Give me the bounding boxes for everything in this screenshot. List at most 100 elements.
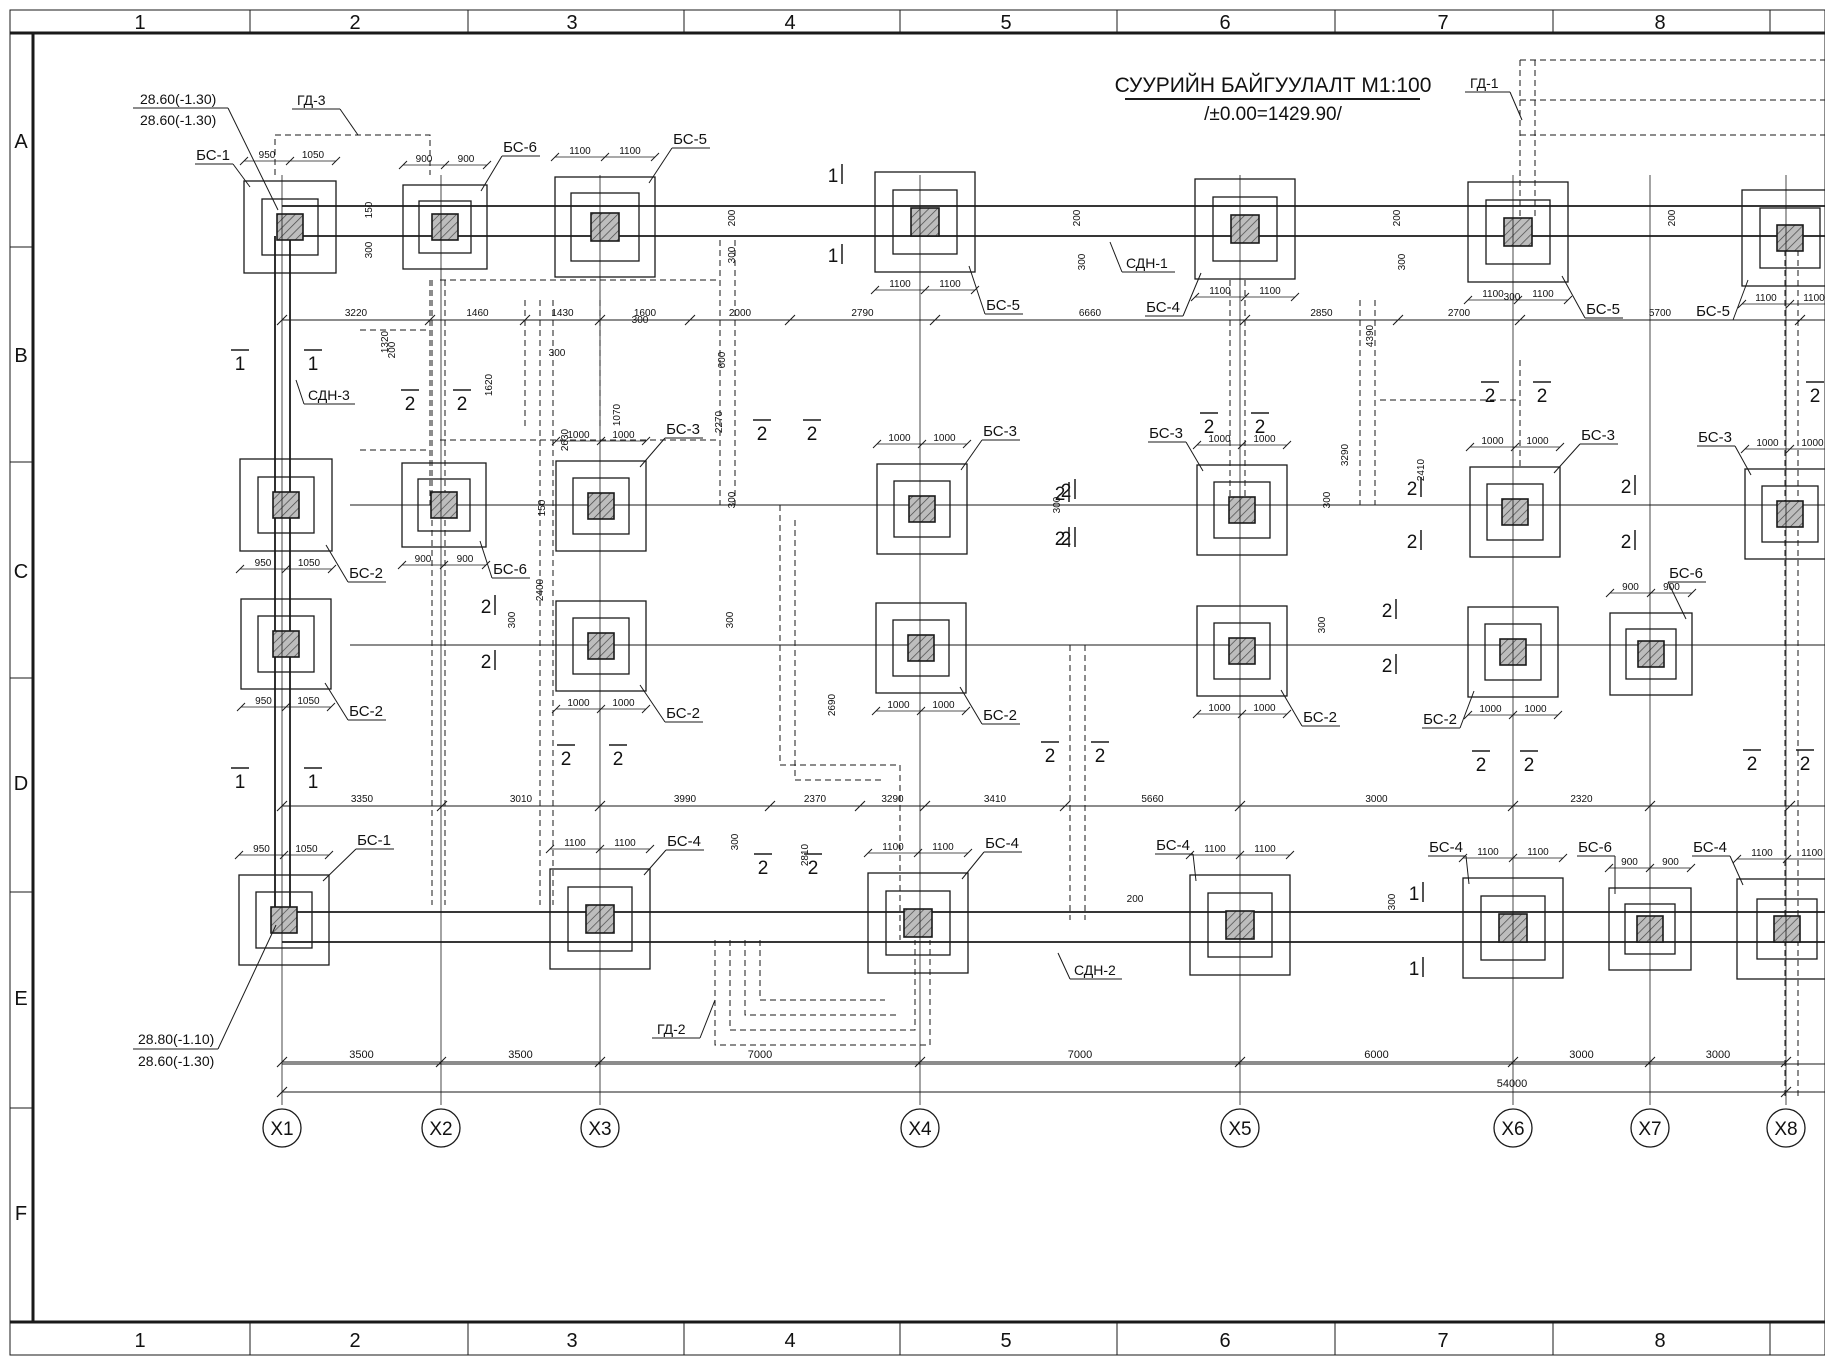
dimension-value: 7000 [1068,1049,1092,1061]
small-dimension: 3290 [1340,443,1351,466]
small-dimension: 300 [727,491,738,508]
footing-label: БС-6 [1669,565,1703,582]
footing-dim-right: 1100 [1254,844,1276,855]
footing-dim-right: 1100 [1801,848,1823,859]
section-mark-number: 2 [1747,754,1758,775]
column-hatch [270,906,298,934]
footing-label: БС-2 [983,707,1017,724]
section-mark-number: 1 [1409,884,1420,905]
footing-dim-left: 1000 [1479,704,1502,715]
footing-dim-right: 1100 [1803,293,1825,304]
footing-label: БС-4 [985,835,1019,852]
section-mark-vertical: 2 [1061,479,1076,502]
section-mark-number: 2 [1204,417,1215,438]
section-mark-number: 2 [1621,477,1632,498]
footing-dim-left: 1100 [1209,286,1231,297]
dimension-value: 2000 [729,308,752,319]
footing-dim-left: 1100 [889,279,911,290]
column-hatch [907,634,935,662]
footing-dim-right: 1100 [614,838,636,849]
column-hatch [1776,500,1804,528]
section-mark: 2 [754,853,772,879]
footing-dim-right: 1100 [939,279,961,290]
dimension-value: 3410 [984,794,1007,805]
section-mark-number: 2 [1800,754,1811,775]
footing-label: БС-2 [1303,709,1337,726]
beam-tags: СДН-1 СДН-2 СДН-3 ГД-1 ГД-2 ГД-3 [292,75,1523,1039]
footing-dim-right: 1100 [1527,847,1549,858]
small-dimension: 2810 [800,843,811,866]
column-hatch [587,492,615,520]
dimension-value: 1600 [634,308,657,319]
footing-label: БС-5 [1586,301,1620,318]
dimension-value: 6000 [1364,1049,1388,1061]
column-hatch [590,212,620,242]
dimension-value: 1460 [466,308,489,319]
grade-beam-tag-gd3: ГД-3 [297,92,326,108]
footing-dim-left: 900 [415,554,432,565]
elevation-bottom-a: 28.80(-1.10) [138,1031,214,1047]
section-mark-number: 1 [828,246,839,267]
axis-bubble [900,1108,940,1148]
frame-col-top-label: 8 [1654,12,1665,34]
axis-label: X2 [429,1119,452,1140]
section-mark-vertical: 2 [1621,530,1636,553]
small-dimension: 1320 [380,330,391,353]
footing-dim-right: 1000 [612,698,635,709]
small-dimension: 300 [632,315,649,326]
axis-bubble [1766,1108,1806,1148]
column-hatch [430,491,458,519]
section-mark: 2 [1520,750,1538,776]
section-mark-number: 2 [561,749,572,770]
footing-dim-left: 1000 [887,700,910,711]
dimension-value: 3000 [1365,794,1388,805]
axis-label: X4 [908,1119,932,1140]
small-dimension: 600 [717,351,728,368]
elevation-note-top: 28.60(-1.30) 28.60(-1.30) [133,91,279,211]
footing-label: БС-3 [1581,427,1615,444]
footing-dim-right: 1000 [1253,703,1276,714]
footing-label: БС-1 [357,832,391,849]
footing-dim-right: 1050 [297,696,320,707]
section-mark-number: 2 [1407,479,1418,500]
footing-dim-right: 1000 [933,433,956,444]
column-hatch [908,495,936,523]
frame-col-bottom-label: 8 [1654,1330,1665,1352]
footing-label: БС-3 [983,423,1017,440]
section-mark-number: 2 [1485,386,1496,407]
section-mark: 2 [1533,381,1551,407]
column-hatch [272,491,300,519]
footing-label: БС-4 [1146,299,1180,316]
section-mark: 2 [1743,749,1761,775]
grade-beam-tag-gd2: ГД-2 [657,1021,686,1037]
section-mark: 2 [1251,412,1269,438]
section-mark-vertical: 1 [828,244,843,267]
footing-label: БС-1 [196,147,230,164]
frame-col-top-label: 1 [134,12,145,34]
section-mark-number: 2 [1255,417,1266,438]
axis-label: X3 [588,1119,611,1140]
dimension-value: 2850 [1310,308,1333,319]
section-mark-number: 2 [1061,529,1072,550]
footing-label: БС-5 [986,297,1020,314]
axis-label: X6 [1501,1119,1524,1140]
small-dimension: 300 [1077,253,1088,270]
frame-col-top-label: 4 [784,12,795,34]
section-mark-number: 1 [235,354,246,375]
section-mark: 2 [1472,750,1490,776]
footing-dim-right: 900 [458,154,475,165]
column-hatch [276,213,304,241]
column-hatch [903,908,933,938]
dimension-value: 5660 [1141,794,1164,805]
beam-tag-sdn3: СДН-3 [308,387,350,403]
